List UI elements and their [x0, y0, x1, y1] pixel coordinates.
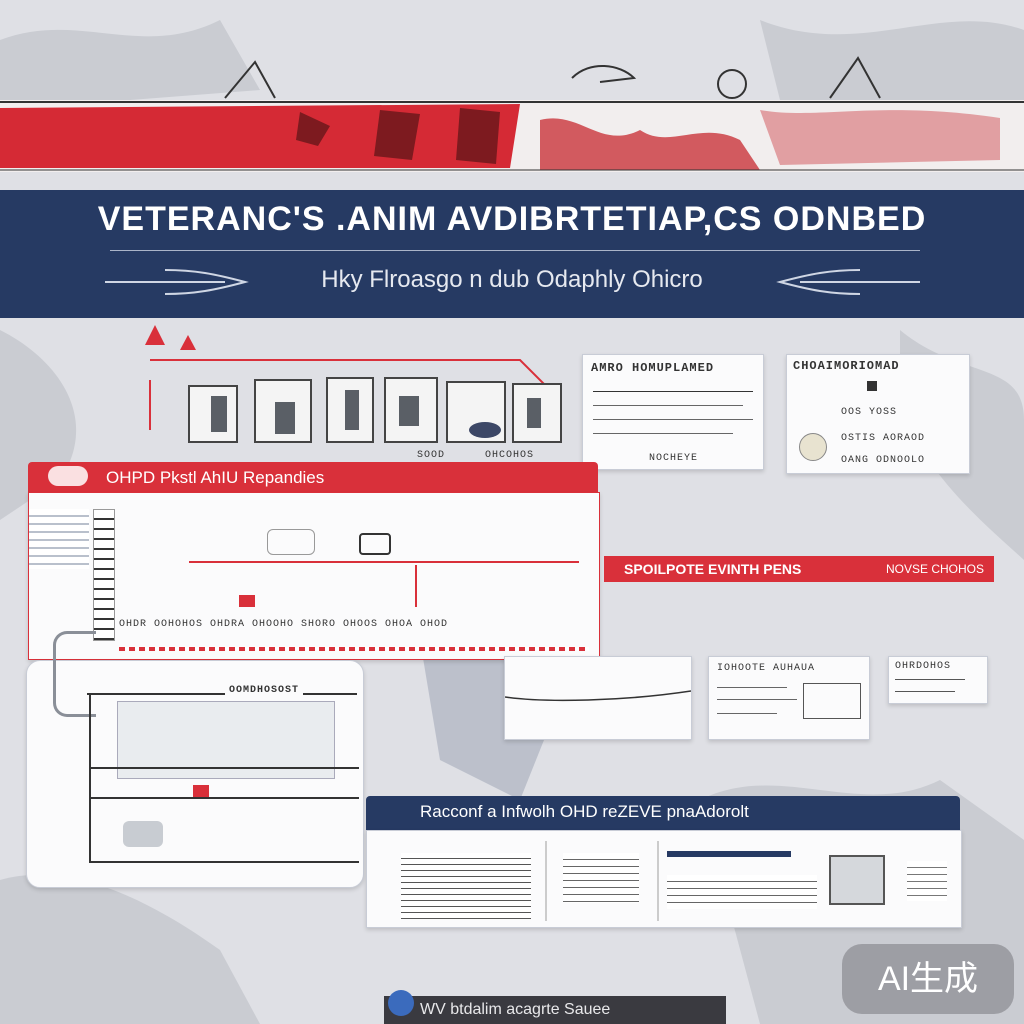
bottom-panel-header: Racconf a Infwolh OHD reZEVE pnaAdorolt [366, 796, 960, 830]
footer-bar: WV btdalim acagrte Sauee [384, 990, 726, 1024]
gallery-frames [188, 377, 562, 443]
panel-index-column [93, 509, 115, 641]
info-card-a[interactable]: AMRO HOMUPLAMED NOCHEYE [582, 354, 764, 470]
footer-logo-icon [388, 990, 414, 1016]
ai-generated-badge: AI生成 [842, 944, 1014, 1014]
bottom-progress-bar [667, 851, 791, 857]
title-divider [110, 250, 920, 251]
mini-card-2-title: IOHOOTE AUHAUA [717, 663, 816, 674]
gallery-caption-right: OHCOHOS [485, 450, 535, 461]
bottom-text-block [907, 861, 947, 901]
panel-row-label: OHDR OOHOHOS OHDRA OHOOHO SHORO OHOOS OH… [119, 619, 449, 630]
mini-card-2-figure [803, 683, 861, 719]
card-b-line3: OANG ODNOOLO [841, 455, 926, 466]
panel-marker-icon [239, 595, 255, 607]
bottom-panel-title: Racconf a Infwolh OHD reZEVE pnaAdorolt [420, 802, 749, 821]
inner-panel-title: OOMDHOSOST [225, 685, 304, 696]
page-subtitle: Hky Flroasgo n dub Odaphly Ohicro [321, 266, 703, 293]
card-a-line [593, 433, 733, 434]
bottom-text-block [563, 853, 639, 903]
card-a-heading: AMRO HOMUPLAMED [591, 361, 715, 375]
inner-panel: OOMDHOSOST [26, 631, 364, 888]
panel-toggle-icon[interactable] [267, 529, 315, 555]
spotlight-right-label: NOVSE CHOHOS [886, 562, 985, 576]
card-b-figure-icon [867, 381, 877, 391]
sketch-gallery: SOOD OHCOHOS [185, 376, 565, 466]
panel-side-list [29, 509, 89, 569]
main-panel-header: OHPD Pkstl AhIU Repandies [28, 462, 598, 492]
inner-panel-bracket [53, 631, 96, 717]
spotlight-bar[interactable]: SPOILPOTE EVINTH PENS NOVSE CHOHOS [604, 556, 994, 582]
panel-red-rule [415, 565, 417, 607]
panel-logo-icon [48, 466, 88, 486]
bottom-text-block [667, 875, 817, 909]
right-flourish-icon [776, 269, 920, 295]
gallery-caption-left: SOOD [417, 450, 446, 461]
info-card-b[interactable]: CHOAIMORIOMAD OOS YOSS OSTIS AORAOD OANG… [786, 354, 970, 474]
bottom-device-icon [829, 855, 885, 905]
card-b-heading: CHOAIMORIOMAD [793, 359, 900, 373]
spotlight-title: SPOILPOTE EVINTH PENS [624, 561, 802, 577]
inner-panel-rule [89, 693, 91, 863]
card-b-line1: OOS YOSS [841, 407, 898, 418]
main-panel-body: OHDR OOHOHOS OHDRA OHOOHO SHORO OHOOS OH… [28, 492, 600, 660]
panel-badge-icon [359, 533, 391, 555]
inner-panel-thumb [123, 821, 163, 847]
card-b-medal-icon [799, 433, 827, 461]
card-a-line [593, 419, 753, 420]
panel-bottom-rule [119, 647, 589, 651]
inner-panel-illustration [117, 701, 335, 779]
mini-card-3-title: OHRDOHOS [895, 661, 952, 672]
card-a-footer: NOCHEYE [649, 453, 699, 464]
inner-panel-marker-icon [193, 785, 209, 797]
main-panel-title: OHPD Pkstl AhIU Repandies [106, 468, 325, 487]
card-b-line2: OSTIS AORAOD [841, 433, 926, 444]
mini-card-1[interactable] [504, 656, 692, 740]
title-banner: VETERANC'S .ANIM AVDIBRTETIAP,CS ODNBED … [0, 190, 1024, 318]
mini-card-1-graph [505, 690, 691, 702]
card-a-line [593, 391, 753, 392]
mini-card-2[interactable]: IOHOOTE AUHAUA [708, 656, 870, 740]
mini-card-3[interactable]: OHRDOHOS [888, 656, 988, 704]
footer-text: WV btdalim acagrte Sauee [420, 1001, 611, 1018]
bottom-text-block [401, 853, 531, 919]
left-flourish-icon [105, 269, 249, 295]
bottom-panel-body [366, 830, 962, 928]
card-a-line [593, 405, 743, 406]
panel-red-rule [189, 561, 579, 563]
inner-panel-rule [87, 693, 357, 695]
page-title: VETERANC'S .ANIM AVDIBRTETIAP,CS ODNBED [97, 200, 927, 238]
